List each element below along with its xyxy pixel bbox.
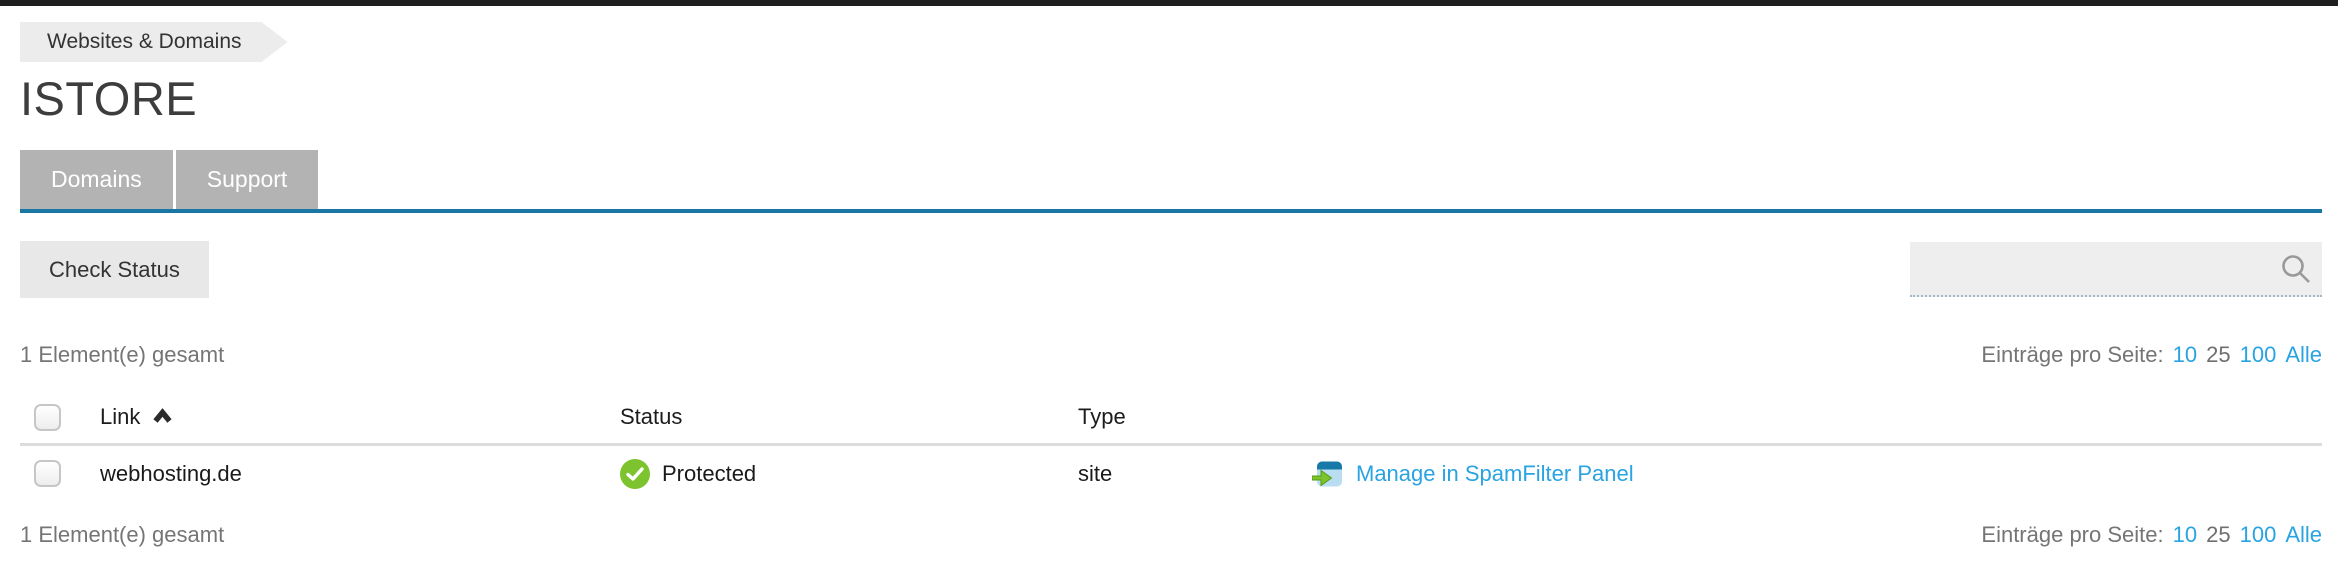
type-text: site [1078,460,1113,486]
per-page-option-10[interactable]: 10 [2172,342,2198,367]
list-info-top: 1 Element(e) gesamt Einträge pro Seite: 1… [20,342,2322,368]
breadcrumb[interactable]: Websites & Domains [20,22,288,62]
column-header-type[interactable]: Type [1078,392,1312,446]
row-action-cell: Manage in SpamFilter Panel [1312,444,2322,502]
total-count-bottom: 1 Element(e) gesamt [20,522,225,547]
check-circle-icon [620,458,650,489]
per-page-option-25-current: 25 [2206,342,2231,367]
sort-asc-caret-icon [153,408,172,423]
manage-spamfilter-link[interactable]: Manage in SpamFilter Panel [1356,460,1634,486]
tab-support[interactable]: Support [175,150,319,209]
domains-table: Link Status Type webhosting.de [20,392,2322,502]
per-page-control: Einträge pro Seite: 10 25 100 Alle [1981,342,2322,368]
breadcrumb-label: Websites & Domains [47,30,242,53]
per-page-label: Einträge pro Seite: [1981,342,2164,367]
tab-domains[interactable]: Domains [20,150,173,209]
total-count: 1 Element(e) gesamt [20,342,225,367]
search-icon[interactable] [2278,252,2314,288]
check-status-button[interactable]: Check Status [20,241,209,298]
header-checkbox-cell [20,392,100,446]
row-link-cell: webhosting.de [100,444,620,502]
list-info-bottom: 1 Element(e) gesamt Einträge pro Seite: 1… [20,522,2322,548]
per-page-option-10-bottom[interactable]: 10 [2172,522,2198,547]
domain-name: webhosting.de [100,460,242,486]
per-page-option-25-current-bottom: 25 [2206,522,2231,547]
breadcrumb-row: Websites & Domains [20,22,2322,62]
per-page-control-bottom: Einträge pro Seite: 10 25 100 Alle [1981,522,2322,548]
spamfilter-panel-icon [1312,461,1342,487]
row-checkbox[interactable] [34,460,61,488]
toolbar: Check Status [20,241,2322,298]
search-input[interactable] [1910,242,2322,295]
select-all-checkbox[interactable] [34,403,61,431]
per-page-label-bottom: Einträge pro Seite: [1981,522,2164,547]
page-title: ISTORE [20,72,198,125]
table-row: webhosting.de Protected site [20,444,2322,502]
row-status-cell: Protected [620,444,1078,502]
status-text: Protected [662,460,757,486]
row-checkbox-cell [20,444,100,502]
per-page-option-alle-bottom[interactable]: Alle [2285,522,2322,547]
column-header-link[interactable]: Link [100,392,620,446]
tab-bar: Domains Support [20,150,2322,213]
row-type-cell: site [1078,444,1312,502]
top-border-bar [0,0,2338,6]
per-page-option-100-bottom[interactable]: 100 [2239,522,2277,547]
search-box [1910,242,2322,297]
per-page-option-alle[interactable]: Alle [2285,342,2322,367]
column-header-status[interactable]: Status [620,392,1078,446]
table-header-row: Link Status Type [20,392,2322,446]
per-page-option-100[interactable]: 100 [2239,342,2277,367]
page-content: Websites & Domains ISTORE Domains Suppor… [0,22,2338,548]
column-header-actions [1312,392,2322,446]
